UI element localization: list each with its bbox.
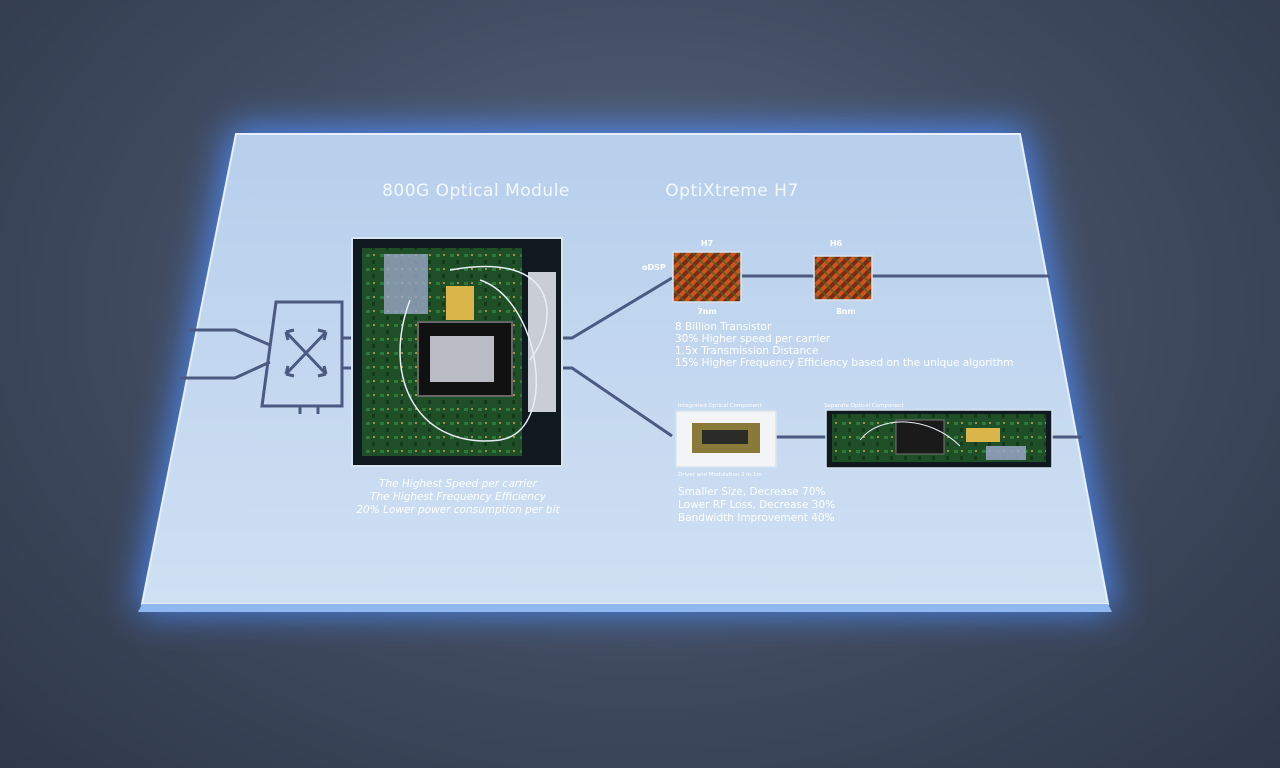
dsp-feature-4: 15% Higher Frequency Efficiency based on…	[675, 357, 1013, 369]
separate-component-icon	[825, 409, 1053, 469]
panel-edge	[138, 604, 1112, 612]
integrated-caption: Driver and Modulation 2 in 1m	[678, 472, 762, 478]
separate-label: Separate Optical Component	[824, 403, 905, 409]
chip-h6-icon	[813, 255, 873, 301]
dsp-feature-3: 1.5x Transmission Distance	[675, 345, 818, 357]
input-line-top	[190, 328, 271, 347]
switch-icon	[260, 300, 344, 414]
chip-h7-process: 7nm	[697, 307, 717, 316]
input-line-bottom	[180, 360, 271, 380]
module-to-dsp-line	[560, 276, 673, 340]
optical-feature-1: Smaller Size, Decrease 70%	[678, 486, 825, 498]
connector-lines	[180, 274, 1082, 439]
dsp-title: OptiXtreme H7	[665, 181, 798, 201]
dsp-feature-1: 8 Billion Transistor	[675, 321, 772, 333]
module-feature-1: The Highest Speed per carrier	[379, 478, 538, 490]
module-to-optical-line	[560, 366, 673, 438]
optical-feature-2: Lower RF Loss, Decrease 30%	[678, 499, 835, 511]
module-feature-2: The Highest Frequency Efficiency	[370, 491, 547, 503]
chip-h7-name: H7	[701, 239, 713, 248]
chip-h7-icon	[672, 251, 742, 303]
chip-h6-process: 8nm	[836, 307, 856, 316]
module-title: 800G Optical Module	[382, 181, 570, 201]
dsp-feature-2: 30% Higher speed per carrier	[675, 333, 831, 345]
optical-module-board-icon	[351, 237, 563, 467]
optical-feature-3: Bandwidth Improvement 40%	[678, 512, 835, 524]
integrated-component-icon	[675, 410, 777, 468]
odsp-label: oDSP	[642, 263, 666, 272]
module-feature-3: 20% Lower power consumption per bit	[356, 504, 560, 516]
chip-h6-name: H6	[830, 239, 843, 248]
integrated-label: Integrated Optical Component	[678, 403, 763, 409]
